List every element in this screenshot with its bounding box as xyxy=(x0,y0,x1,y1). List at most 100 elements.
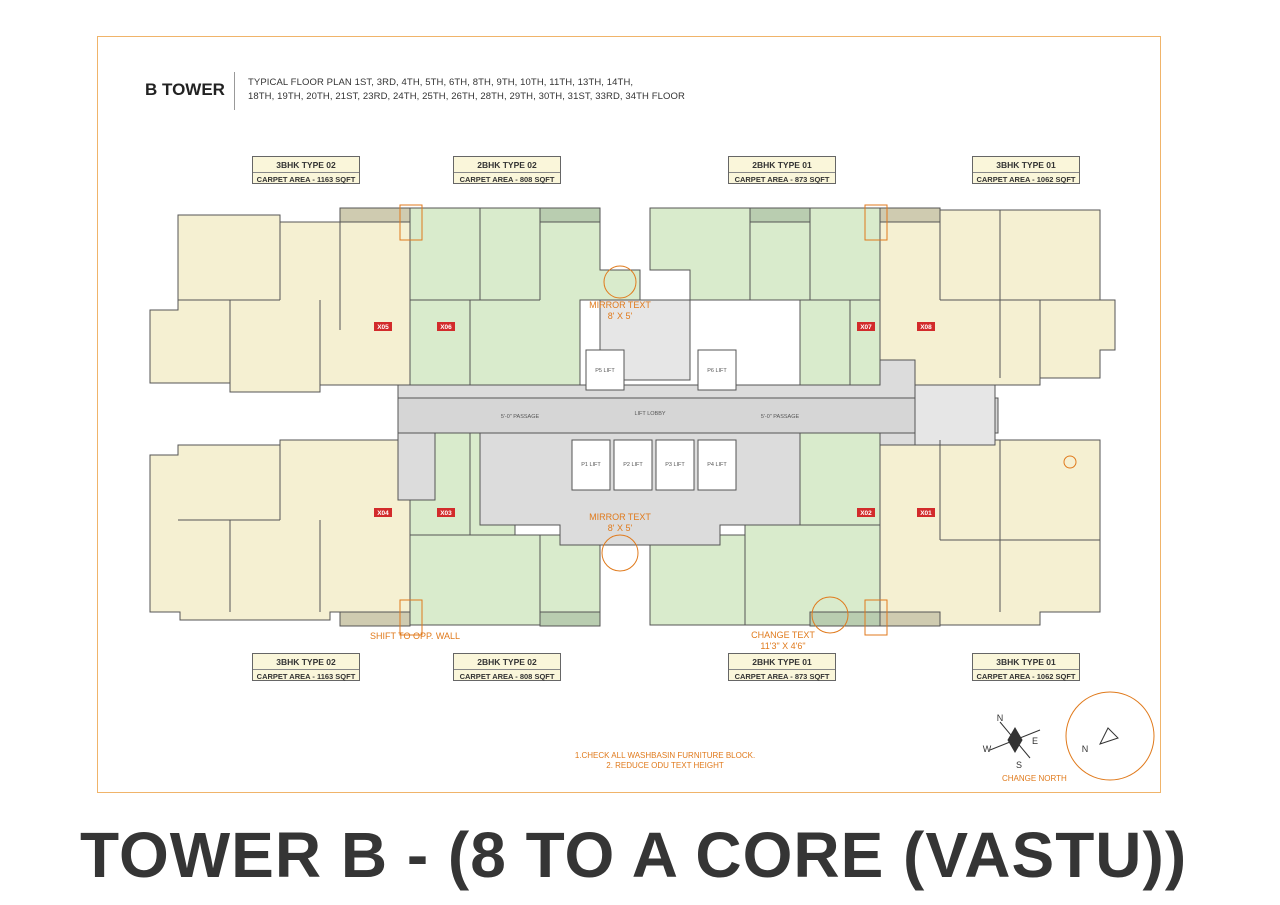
lift-p4-label: P4 LIFT xyxy=(707,462,727,468)
marker-box xyxy=(399,204,423,241)
unit-type: 3BHK TYPE 02 xyxy=(276,657,336,667)
note-1: 1.CHECK ALL WASHBASIN FURNITURE BLOCK. xyxy=(574,751,756,760)
unit-area: CARPET AREA - 873 SQFT xyxy=(729,669,835,683)
change-text-label: CHANGE TEXT xyxy=(751,630,815,640)
change-text-dim: 11'3" X 4'6" xyxy=(760,641,806,651)
drawing-notes: 1.CHECK ALL WASHBASIN FURNITURE BLOCK. 2… xyxy=(560,751,770,771)
lift-p2 xyxy=(613,439,653,491)
unit-type: 3BHK TYPE 01 xyxy=(996,160,1056,170)
unit-type: 3BHK TYPE 02 xyxy=(276,160,336,170)
flat-code-x05: X05 xyxy=(377,324,389,331)
floor-line-1: TYPICAL FLOOR PLAN 1ST, 3RD, 4TH, 5TH, 6… xyxy=(248,77,634,88)
flat-code-x07: X07 xyxy=(860,324,872,331)
unit-type: 2BHK TYPE 02 xyxy=(477,160,537,170)
tower-title: B TOWER xyxy=(145,80,225,99)
drawing-frame xyxy=(97,36,1161,793)
mirror-text-top: MIRROR TEXT 8' X 5' xyxy=(580,300,660,322)
marker-circle xyxy=(1065,691,1155,781)
passage-right-label: 5'-0" PASSAGE xyxy=(761,414,800,420)
balcony xyxy=(809,611,881,627)
marker-box xyxy=(864,204,888,241)
flat-code-tag xyxy=(857,508,875,517)
marker-box xyxy=(399,599,423,636)
unit-area: CARPET AREA - 873 SQFT xyxy=(729,172,835,186)
flat-code-x02: X02 xyxy=(860,510,872,517)
compass-e: E xyxy=(1032,736,1038,746)
unit-area: CARPET AREA - 1062 SQFT xyxy=(973,669,1079,683)
lift-p6-label: P6 LIFT xyxy=(707,368,727,374)
marker-circle xyxy=(1063,455,1077,469)
lift-p2-label: P2 LIFT xyxy=(623,462,643,468)
passage-left-label: 5'-0" PASSAGE xyxy=(501,414,540,420)
balcony xyxy=(339,611,411,627)
flat-3bhk-top-right xyxy=(879,209,1116,386)
unit-area: CARPET AREA - 808 SQFT xyxy=(454,172,560,186)
flat-code-x06: X06 xyxy=(440,324,452,331)
mirror-text-bottom-label: MIRROR TEXT xyxy=(589,512,651,522)
stair-right xyxy=(914,384,996,446)
lift-p4 xyxy=(697,439,737,491)
flat-code-tag xyxy=(857,322,875,331)
flat-code-tag xyxy=(917,322,935,331)
floor-description: TYPICAL FLOOR PLAN 1ST, 3RD, 4TH, 5TH, 6… xyxy=(248,76,685,104)
compass-s: S xyxy=(1016,760,1022,770)
compass xyxy=(989,721,1119,759)
flat-code-tag xyxy=(437,508,455,517)
compass-w: W xyxy=(983,744,992,754)
mirror-text-bottom: MIRROR TEXT 8' X 5' xyxy=(580,512,660,534)
core-passage xyxy=(397,397,999,434)
shift-note: SHIFT TO OPP. WALL xyxy=(369,631,461,641)
unit-tag-top-2: 2BHK TYPE 02 CARPET AREA - 808 SQFT xyxy=(453,156,561,184)
page-title: TOWER B - (8 TO A CORE (VASTU)) xyxy=(80,819,1188,891)
unit-tag-top-4: 3BHK TYPE 01 CARPET AREA - 1062 SQFT xyxy=(972,156,1080,184)
lift-lobby-label: LIFT LOBBY xyxy=(634,411,665,417)
marker-circle xyxy=(603,265,637,299)
marker-box xyxy=(864,599,888,636)
balcony xyxy=(539,611,601,627)
unit-tag-top-3: 2BHK TYPE 01 CARPET AREA - 873 SQFT xyxy=(728,156,836,184)
change-text-note: CHANGE TEXT 11'3" X 4'6" xyxy=(738,630,828,652)
marker-circle xyxy=(601,534,639,572)
unit-tag-bottom-2: 2BHK TYPE 02 CARPET AREA - 808 SQFT xyxy=(453,653,561,681)
flat-code-tag xyxy=(437,322,455,331)
marker-circle xyxy=(811,596,849,634)
balcony xyxy=(339,207,411,223)
flat-code-tag xyxy=(917,508,935,517)
flat-code-x03: X03 xyxy=(440,510,452,517)
unit-tag-bottom-4: 3BHK TYPE 01 CARPET AREA - 1062 SQFT xyxy=(972,653,1080,681)
compass-n: N xyxy=(997,713,1004,723)
unit-area: CARPET AREA - 1163 SQFT xyxy=(253,669,359,683)
balcony xyxy=(749,207,811,223)
mirror-text-top-label: MIRROR TEXT xyxy=(589,300,651,310)
lift-p6 xyxy=(697,349,737,391)
unit-tag-top-1: 3BHK TYPE 02 CARPET AREA - 1163 SQFT xyxy=(252,156,360,184)
flat-code-x08: X08 xyxy=(920,324,932,331)
floor-line-2: 18TH, 19TH, 20TH, 21ST, 23RD, 24TH, 25TH… xyxy=(248,91,685,102)
unit-area: CARPET AREA - 1163 SQFT xyxy=(253,172,359,186)
lift-p3-label: P3 LIFT xyxy=(665,462,685,468)
flat-code-x04: X04 xyxy=(377,510,389,517)
lift-p5-label: P5 LIFT xyxy=(595,368,615,374)
lift-p1 xyxy=(571,439,611,491)
lift-p5 xyxy=(585,349,625,391)
unit-type: 2BHK TYPE 01 xyxy=(752,160,812,170)
mirror-text-bottom-dim: 8' X 5' xyxy=(607,523,633,533)
balcony xyxy=(879,207,941,223)
flat-3bhk-bottom-left xyxy=(149,439,411,621)
compass-n-rotated: N xyxy=(1082,744,1089,754)
unit-tag-bottom-1: 3BHK TYPE 02 CARPET AREA - 1163 SQFT xyxy=(252,653,360,681)
unit-area: CARPET AREA - 1062 SQFT xyxy=(973,172,1079,186)
balcony xyxy=(879,611,941,627)
lift-p3 xyxy=(655,439,695,491)
unit-area: CARPET AREA - 808 SQFT xyxy=(454,669,560,683)
balcony xyxy=(539,207,601,223)
title-divider xyxy=(234,72,235,110)
unit-type: 2BHK TYPE 01 xyxy=(752,657,812,667)
mirror-text-top-dim: 8' X 5' xyxy=(607,311,633,321)
flat-code-x01: X01 xyxy=(920,510,932,517)
change-north-note: CHANGE NORTH xyxy=(1002,774,1067,783)
lift-p1-label: P1 LIFT xyxy=(581,462,601,468)
flat-code-tag xyxy=(374,508,392,517)
note-2: 2. REDUCE ODU TEXT HEIGHT xyxy=(606,761,724,770)
